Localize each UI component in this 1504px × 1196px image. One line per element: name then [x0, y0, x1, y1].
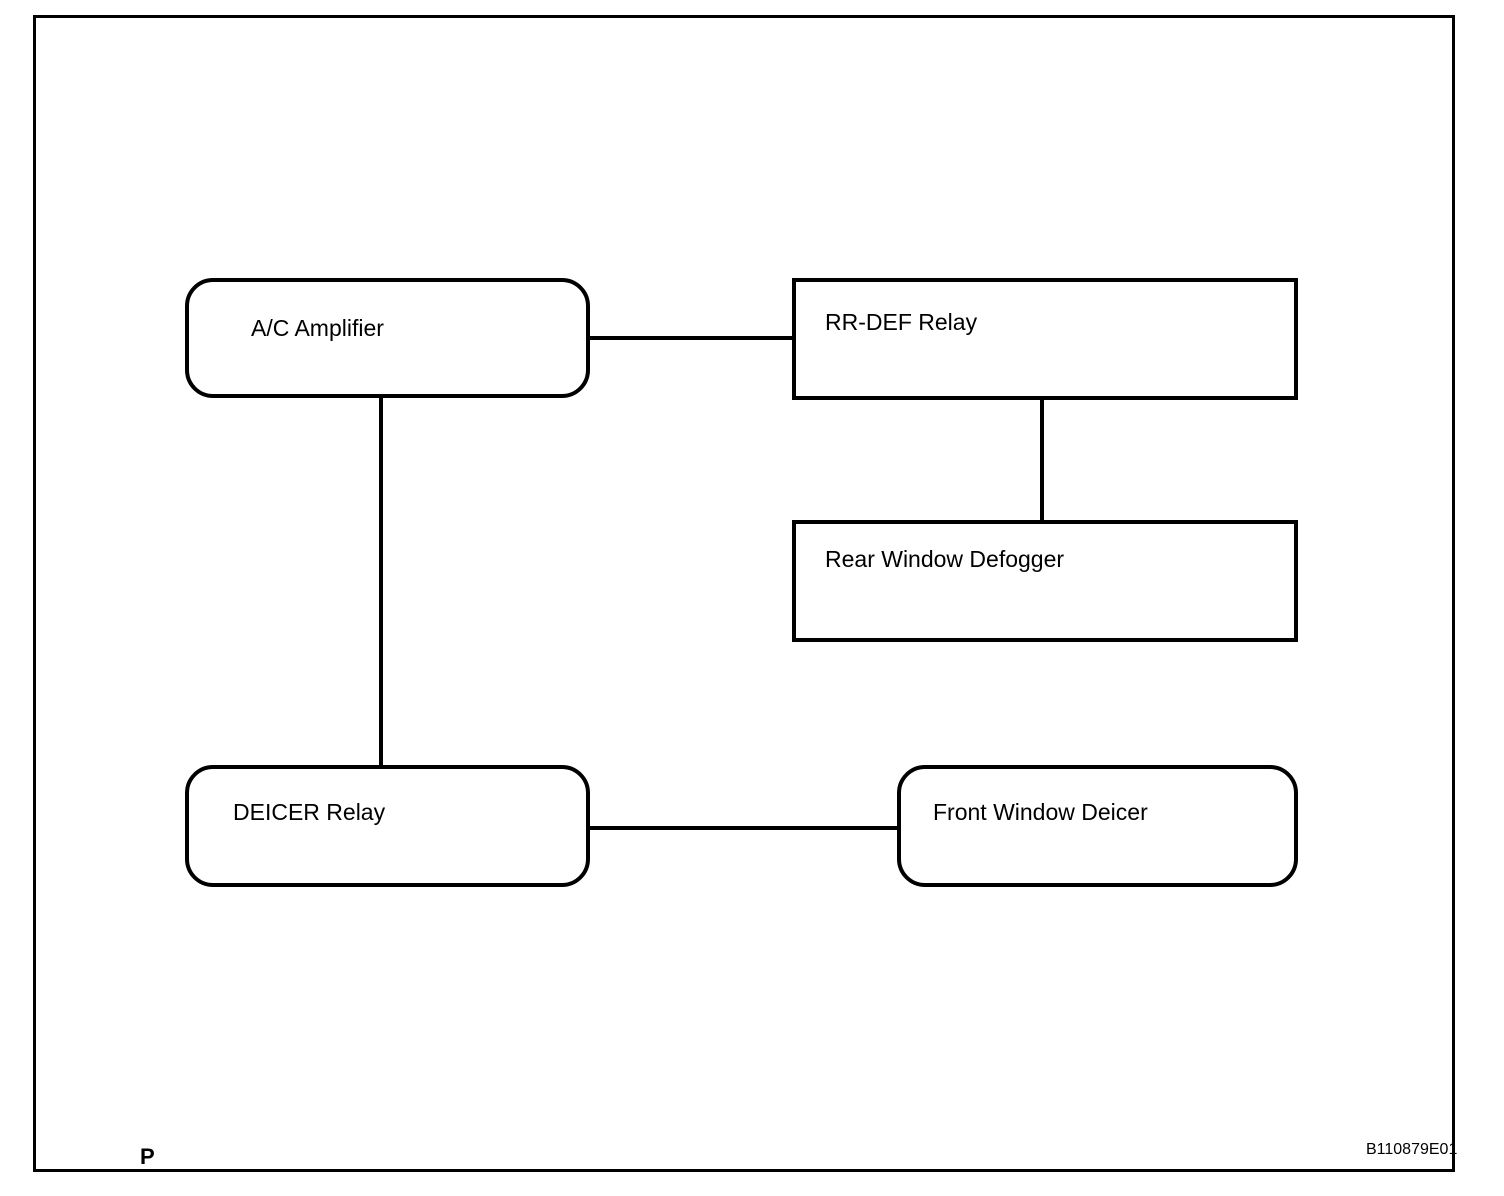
node-rear-window-defogger-label: Rear Window Defogger: [825, 546, 1065, 572]
outer-border: [33, 15, 1455, 1172]
node-front-window-deicer: Front Window Deicer: [897, 765, 1298, 887]
node-rear-window-defogger: Rear Window Defogger: [792, 520, 1298, 642]
node-rr-def-relay: RR-DEF Relay: [792, 278, 1298, 400]
page-marker: P: [140, 1144, 155, 1169]
node-deicer-relay: DEICER Relay: [185, 765, 590, 887]
connector-rr-def-relay-to-rear-window-defogger: [1040, 400, 1044, 520]
node-front-window-deicer-label: Front Window Deicer: [933, 799, 1148, 825]
node-ac-amplifier-label: A/C Amplifier: [251, 315, 384, 341]
node-deicer-relay-label: DEICER Relay: [233, 799, 386, 825]
node-ac-amplifier: A/C Amplifier: [185, 278, 590, 398]
connector-deicer-relay-to-front-window-deicer: [590, 826, 897, 830]
figure-code: B110879E01: [1366, 1141, 1458, 1158]
node-rr-def-relay-label: RR-DEF Relay: [825, 309, 978, 335]
connector-ac-amplifier-to-rr-def-relay: [590, 336, 792, 340]
connector-ac-amplifier-to-deicer-relay: [379, 398, 383, 765]
